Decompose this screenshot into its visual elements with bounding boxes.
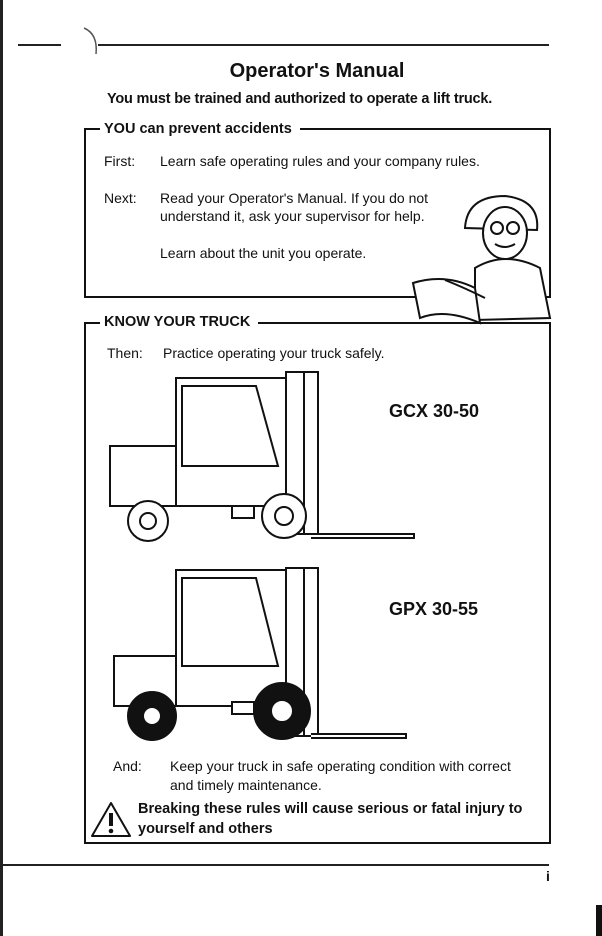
page-number: i [546, 868, 550, 884]
section-know-your-truck [84, 322, 551, 844]
forklift-gcx-illustration [109, 371, 415, 542]
page-title: Operator's Manual [229, 60, 405, 82]
page-subtitle: You must be trained and authorized to op… [107, 91, 493, 107]
section-prevent-accidents [84, 128, 551, 298]
item-text: Learn about the unit you operate. [160, 245, 367, 261]
item-label: First: [104, 153, 136, 169]
top-rule [98, 44, 549, 46]
forklift-gpx-illustration [113, 567, 407, 741]
and-text: Keep your truck in safe operating condit… [170, 758, 511, 774]
truck-model: GPX 30-55 [389, 599, 479, 619]
and-text: and timely maintenance. [170, 777, 322, 793]
section-heading: KNOW YOUR TRUCK [100, 314, 259, 330]
bottom-rule [0, 864, 549, 866]
item-text: understand it, ask your supervisor for h… [160, 208, 425, 224]
and-label: And: [113, 758, 142, 774]
item-text: Read your Operator's Manual. If you do n… [160, 190, 429, 206]
section-heading: YOU can prevent accidents [100, 121, 300, 137]
page-edge-mark [596, 905, 602, 936]
truck-model: GCX 30-50 [389, 401, 480, 421]
item-text: Learn safe operating rules and your comp… [160, 153, 480, 169]
item-label: Next: [104, 190, 137, 206]
then-text: Practice operating your truck safely. [163, 345, 385, 361]
warning-icon [91, 802, 131, 837]
then-label: Then: [107, 345, 143, 361]
tab-curve [83, 27, 97, 55]
warning-text: Breaking these rules will cause serious … [138, 801, 523, 817]
operator-reading-illustration [411, 194, 552, 325]
page-edge [0, 0, 3, 936]
top-rule-left [18, 44, 61, 46]
warning-text: yourself and others [138, 821, 273, 837]
